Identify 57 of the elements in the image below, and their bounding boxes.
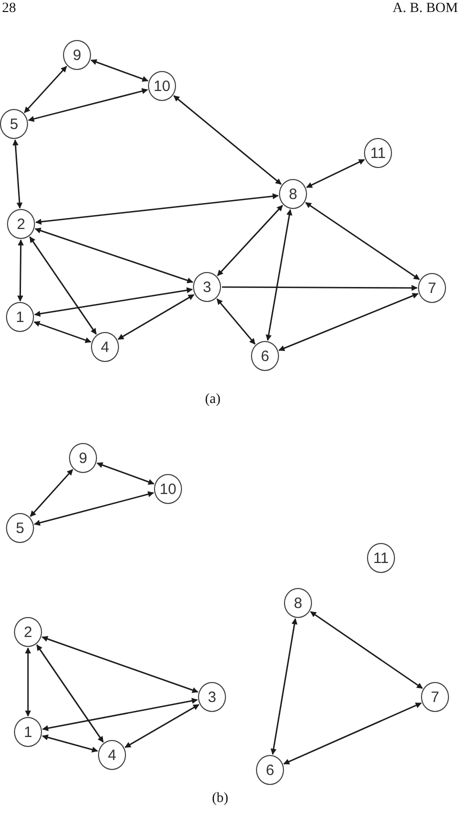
graph-node: 6 [256, 755, 284, 785]
arrow [30, 469, 74, 517]
arrow [34, 287, 193, 317]
arrow [17, 239, 24, 302]
graph-node: 9 [69, 443, 97, 473]
graph-node: 1 [14, 717, 42, 747]
arrow [34, 491, 154, 526]
arrow [306, 158, 365, 188]
arrow [305, 202, 420, 280]
arrow [34, 321, 92, 343]
graph-node: 6 [251, 341, 279, 371]
arrow [124, 704, 200, 748]
graph-node: 5 [6, 513, 34, 543]
arrow [24, 66, 68, 114]
graph-node: 10 [148, 71, 176, 101]
graph-node: 5 [0, 109, 28, 139]
graph-node: 7 [418, 273, 446, 303]
graph-node: 1 [6, 302, 34, 332]
graph-node: 9 [63, 40, 91, 70]
arrow [42, 734, 98, 752]
graph-node: 7 [421, 682, 449, 712]
page-number: 28 [2, 1, 16, 17]
graph-node: 3 [198, 682, 226, 712]
arrow [25, 647, 31, 717]
arrow [90, 59, 148, 82]
arrow [270, 618, 298, 755]
subfigure-label: (b) [212, 791, 228, 807]
arrow [118, 294, 194, 340]
arrow [42, 698, 198, 732]
arrow [266, 209, 292, 341]
running-header: A. B. BOM [392, 1, 458, 17]
graph-node: 11 [367, 543, 395, 573]
graph-node: 4 [91, 332, 119, 362]
arrow [28, 88, 148, 122]
arrow [35, 193, 279, 225]
graph-node: 11 [364, 138, 392, 168]
arrow [42, 636, 198, 693]
arrow [96, 462, 154, 485]
graph-node: 2 [14, 617, 42, 647]
arrow [216, 298, 256, 345]
graph-node: 4 [98, 740, 126, 770]
graph-node: 10 [154, 474, 182, 504]
graph-node: 2 [7, 209, 35, 239]
arrow [310, 611, 423, 689]
arrow [34, 228, 194, 284]
graph-node: 8 [284, 588, 312, 618]
arrow [29, 236, 97, 335]
arrow [278, 292, 419, 352]
subfigure-label: (a) [205, 392, 221, 408]
arrow [12, 139, 22, 209]
arrow [173, 95, 282, 185]
graph-node: 8 [279, 179, 307, 209]
arrow [217, 204, 283, 276]
arrow [36, 644, 104, 743]
arrow [222, 284, 418, 291]
graph-node: 3 [193, 272, 221, 302]
arrow [283, 702, 422, 765]
